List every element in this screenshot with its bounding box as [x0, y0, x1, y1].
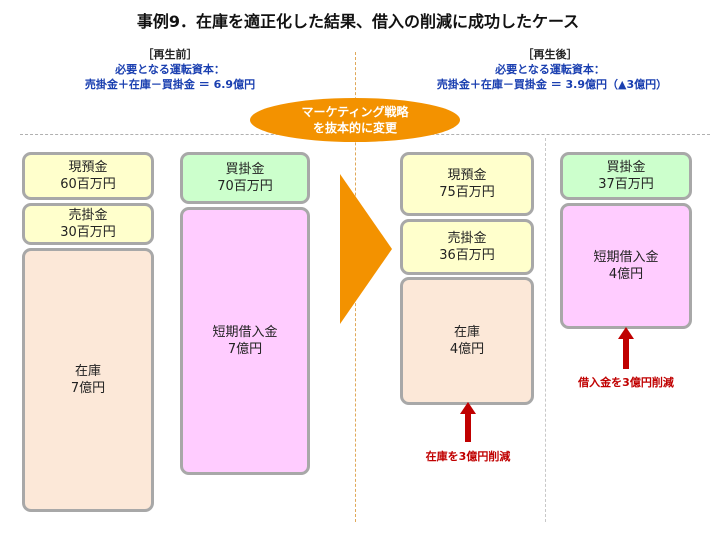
before-capital-label: 必要となる運転資本：	[115, 63, 225, 76]
before-inventory-value: 7億円	[70, 381, 106, 396]
before-inventory-name: 在庫	[74, 364, 101, 379]
before-inventory-box: 在庫 7億円	[22, 248, 154, 512]
before-payables-box: 買掛金 70百万円	[180, 152, 310, 204]
loan-reduction-arrow-icon	[618, 327, 634, 369]
before-receivables-box: 売掛金 30百万円	[22, 203, 154, 245]
before-capital-formula: 売掛金＋在庫－買掛金 ＝ 6.9億円	[84, 78, 256, 91]
before-payables-name: 買掛金	[225, 162, 265, 177]
after-payables-box: 買掛金 37百万円	[560, 152, 692, 200]
inventory-reduction-arrow-icon	[460, 402, 476, 442]
strategy-banner: マーケティング戦略 を抜本的に変更	[250, 98, 460, 142]
after-receivables-box: 売掛金 36百万円	[400, 219, 534, 275]
page-title: 事例9．在庫を適正化した結果、借入の削減に成功したケース	[136, 12, 580, 31]
before-loan-name: 短期借入金	[212, 325, 278, 340]
after-loan-name: 短期借入金	[593, 250, 659, 265]
before-payables-value: 70百万円	[217, 179, 273, 194]
before-cash-value: 60百万円	[60, 177, 116, 192]
transition-arrow-icon	[340, 174, 392, 324]
after-label: ［再生後］	[522, 48, 578, 61]
after-loan-box: 短期借入金 4億円	[560, 203, 692, 329]
banner-line2: を抜本的に変更	[312, 121, 397, 135]
before-loan-value: 7億円	[227, 342, 263, 357]
after-inventory-name: 在庫	[453, 325, 480, 340]
after-cash-name: 現預金	[447, 168, 487, 183]
before-cash-name: 現預金	[68, 160, 108, 175]
before-loan-box: 短期借入金 7億円	[180, 207, 310, 475]
loan-reduction-note: 借入金を3億円削減	[578, 376, 674, 389]
after-cash-box: 現預金 75百万円	[400, 152, 534, 216]
after-payables-name: 買掛金	[606, 160, 646, 175]
after-inventory-value: 4億円	[449, 342, 485, 357]
after-capital-label: 必要となる運転資本：	[495, 63, 605, 76]
after-cash-value: 75百万円	[439, 185, 495, 200]
after-payables-value: 37百万円	[598, 177, 654, 192]
after-inventory-box: 在庫 4億円	[400, 277, 534, 405]
banner-line1: マーケティング戦略	[301, 105, 409, 119]
before-receivables-value: 30百万円	[60, 225, 116, 240]
after-receivables-name: 売掛金	[447, 231, 487, 246]
after-loan-value: 4億円	[608, 267, 644, 282]
before-receivables-name: 売掛金	[68, 208, 108, 223]
before-label: ［再生前］	[142, 48, 198, 61]
after-column-divider	[545, 138, 546, 522]
inventory-reduction-note: 在庫を3億円削減	[425, 450, 511, 463]
after-capital-formula: 売掛金＋在庫－買掛金 ＝ 3.9億円（▲3億円）	[436, 78, 668, 91]
after-receivables-value: 36百万円	[439, 248, 495, 263]
before-cash-box: 現預金 60百万円	[22, 152, 154, 200]
